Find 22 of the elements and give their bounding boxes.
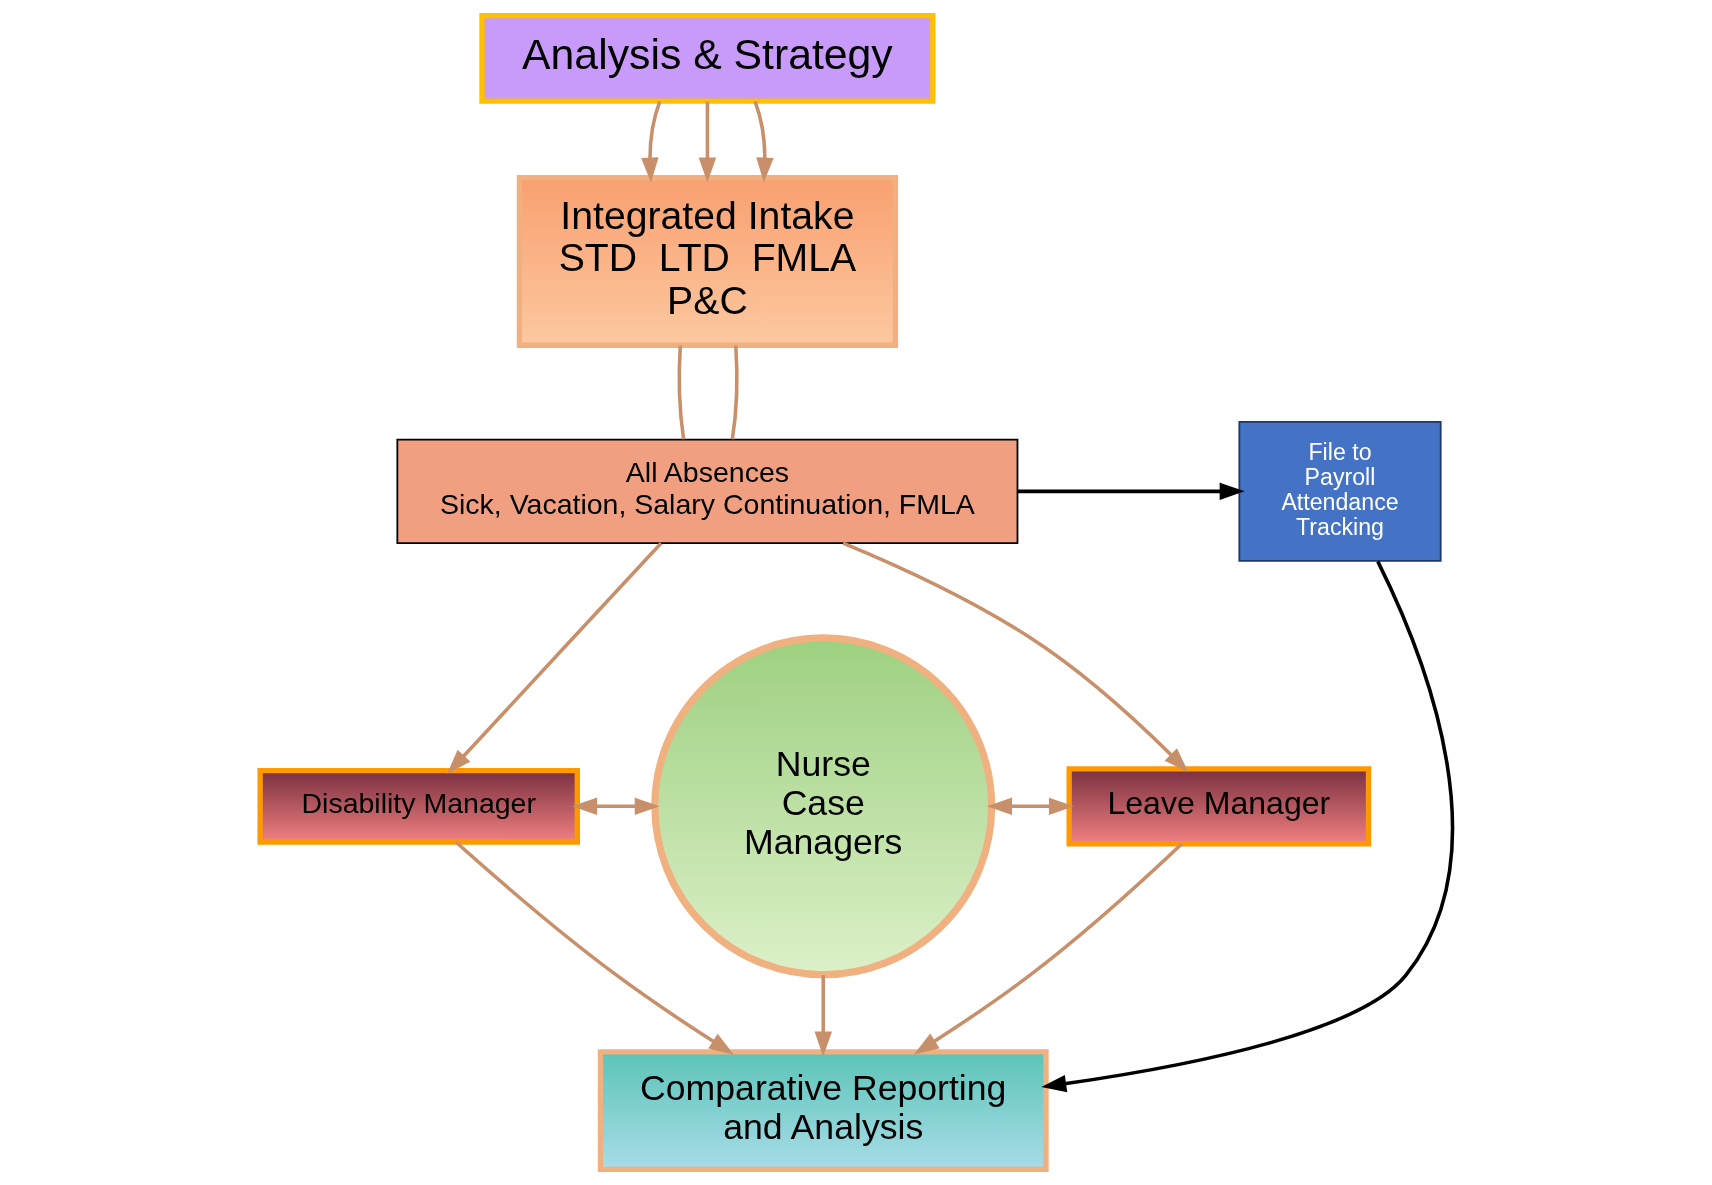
node-box: Disability Manager xyxy=(256,768,580,845)
arrow xyxy=(814,975,832,1057)
arrow xyxy=(752,100,774,183)
arrow xyxy=(640,100,661,183)
arrow xyxy=(986,797,1074,816)
arrow xyxy=(698,101,716,183)
node-box: Integrated Intake STD LTD FMLA P&C xyxy=(516,175,898,348)
arrow xyxy=(454,840,734,1055)
arrow xyxy=(571,797,660,816)
arrow xyxy=(1017,482,1245,501)
node-box: Comparative Reporting and Analysis xyxy=(597,1049,1049,1173)
arrow xyxy=(446,541,662,775)
connector xyxy=(730,345,739,440)
node-circle: Nurse Case Managers xyxy=(650,634,995,979)
arrow xyxy=(841,541,1188,773)
node-box: File to Payroll Attendance Tracking xyxy=(1237,421,1442,562)
arrow xyxy=(1040,560,1454,1093)
node-box: All Absences Sick, Vacation, Salary Continuation, FMLA xyxy=(395,438,1018,544)
connector xyxy=(677,345,685,440)
arrow xyxy=(913,842,1183,1055)
node-box: Analysis & Strategy xyxy=(478,12,935,104)
node-box: Leave Manager xyxy=(1065,766,1371,847)
